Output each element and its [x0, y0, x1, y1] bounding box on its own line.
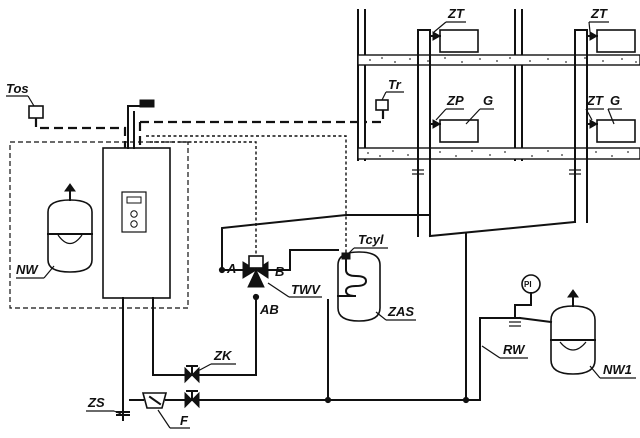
label-valve-a: A — [226, 261, 236, 276]
label-zt-right-mid: ZT — [586, 93, 604, 108]
building-structure — [357, 9, 640, 161]
boiler — [102, 147, 171, 299]
label-f: F — [180, 413, 189, 428]
label-zk: ZK — [213, 348, 233, 363]
label-nw: NW — [16, 262, 39, 277]
boiler-enclosure — [9, 141, 189, 309]
filter-f — [141, 392, 168, 409]
control-wiring — [34, 110, 385, 258]
flue-terminal — [127, 99, 155, 149]
room-thermostat-tr — [375, 99, 389, 111]
radiator-lower-left — [429, 119, 479, 143]
label-g-left: G — [483, 93, 493, 108]
expansion-vessel-nw1 — [518, 289, 596, 375]
label-zas: ZAS — [387, 304, 414, 319]
riser-left — [412, 29, 431, 237]
shutoff-zs — [116, 411, 130, 416]
label-tcyl: Tcyl — [358, 232, 384, 247]
label-pi: PI — [524, 280, 532, 289]
expansion-vessel-nw — [47, 183, 93, 273]
label-g-right: G — [610, 93, 620, 108]
label-valve-b: B — [275, 264, 284, 279]
valve-lower — [184, 390, 200, 409]
label-zp: ZP — [446, 93, 464, 108]
label-zs: ZS — [87, 395, 105, 410]
radiator-lower-right — [586, 119, 636, 143]
label-nw1: NW1 — [603, 362, 632, 377]
label-zt-right: ZT — [590, 6, 608, 21]
outdoor-sensor-tos — [28, 105, 44, 119]
hot-water-cylinder-zas — [337, 251, 381, 322]
three-way-valve-twv — [242, 255, 269, 288]
pipe-joints — [218, 266, 470, 404]
pressure-gauge-pi — [509, 274, 541, 327]
valve-zk — [184, 365, 200, 384]
radiator-upper-left — [429, 29, 479, 53]
riser-right — [569, 29, 588, 223]
radiator-upper-right — [586, 29, 636, 53]
label-zt-left: ZT — [447, 6, 465, 21]
label-tos: Tos — [6, 81, 29, 96]
label-rw: RW — [503, 342, 526, 357]
label-twv: TWV — [291, 282, 321, 297]
label-valve-ab: AB — [259, 302, 279, 317]
label-tr: Tr — [388, 77, 402, 92]
